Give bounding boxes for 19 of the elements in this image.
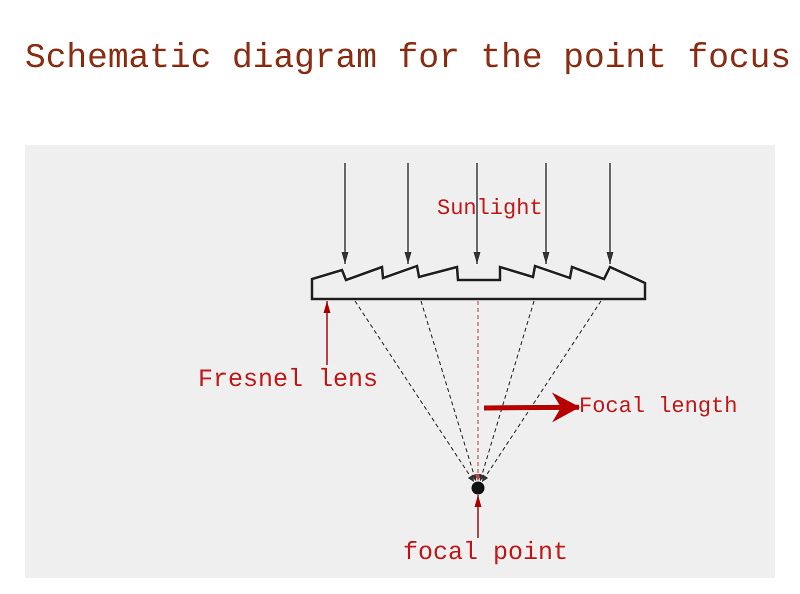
lens-label: Fresnel lens [198,365,378,395]
sunlight-arrow [342,163,348,264]
fresnel-lens [311,264,647,301]
light-ray-arrow [420,300,477,482]
focal-point-label: focal point [403,538,568,568]
sunlight-arrow [474,163,480,264]
leader-arrow [324,301,330,365]
sunlight-arrow [542,163,550,264]
light-ray-arrow [475,301,481,481]
sunlight-arrow [404,163,412,264]
light-ray-arrow [354,300,475,482]
light-ray-arrow [481,300,602,482]
sunlight-arrow [606,163,614,264]
light-ray-arrow [479,300,535,482]
leader-arrow [474,495,482,538]
diagram-title: Schematic diagram for the point focus [25,38,792,80]
focal-length-label: Focal length [579,394,738,420]
focal-point-dot [471,481,485,495]
focal-length-arrow [484,392,580,422]
